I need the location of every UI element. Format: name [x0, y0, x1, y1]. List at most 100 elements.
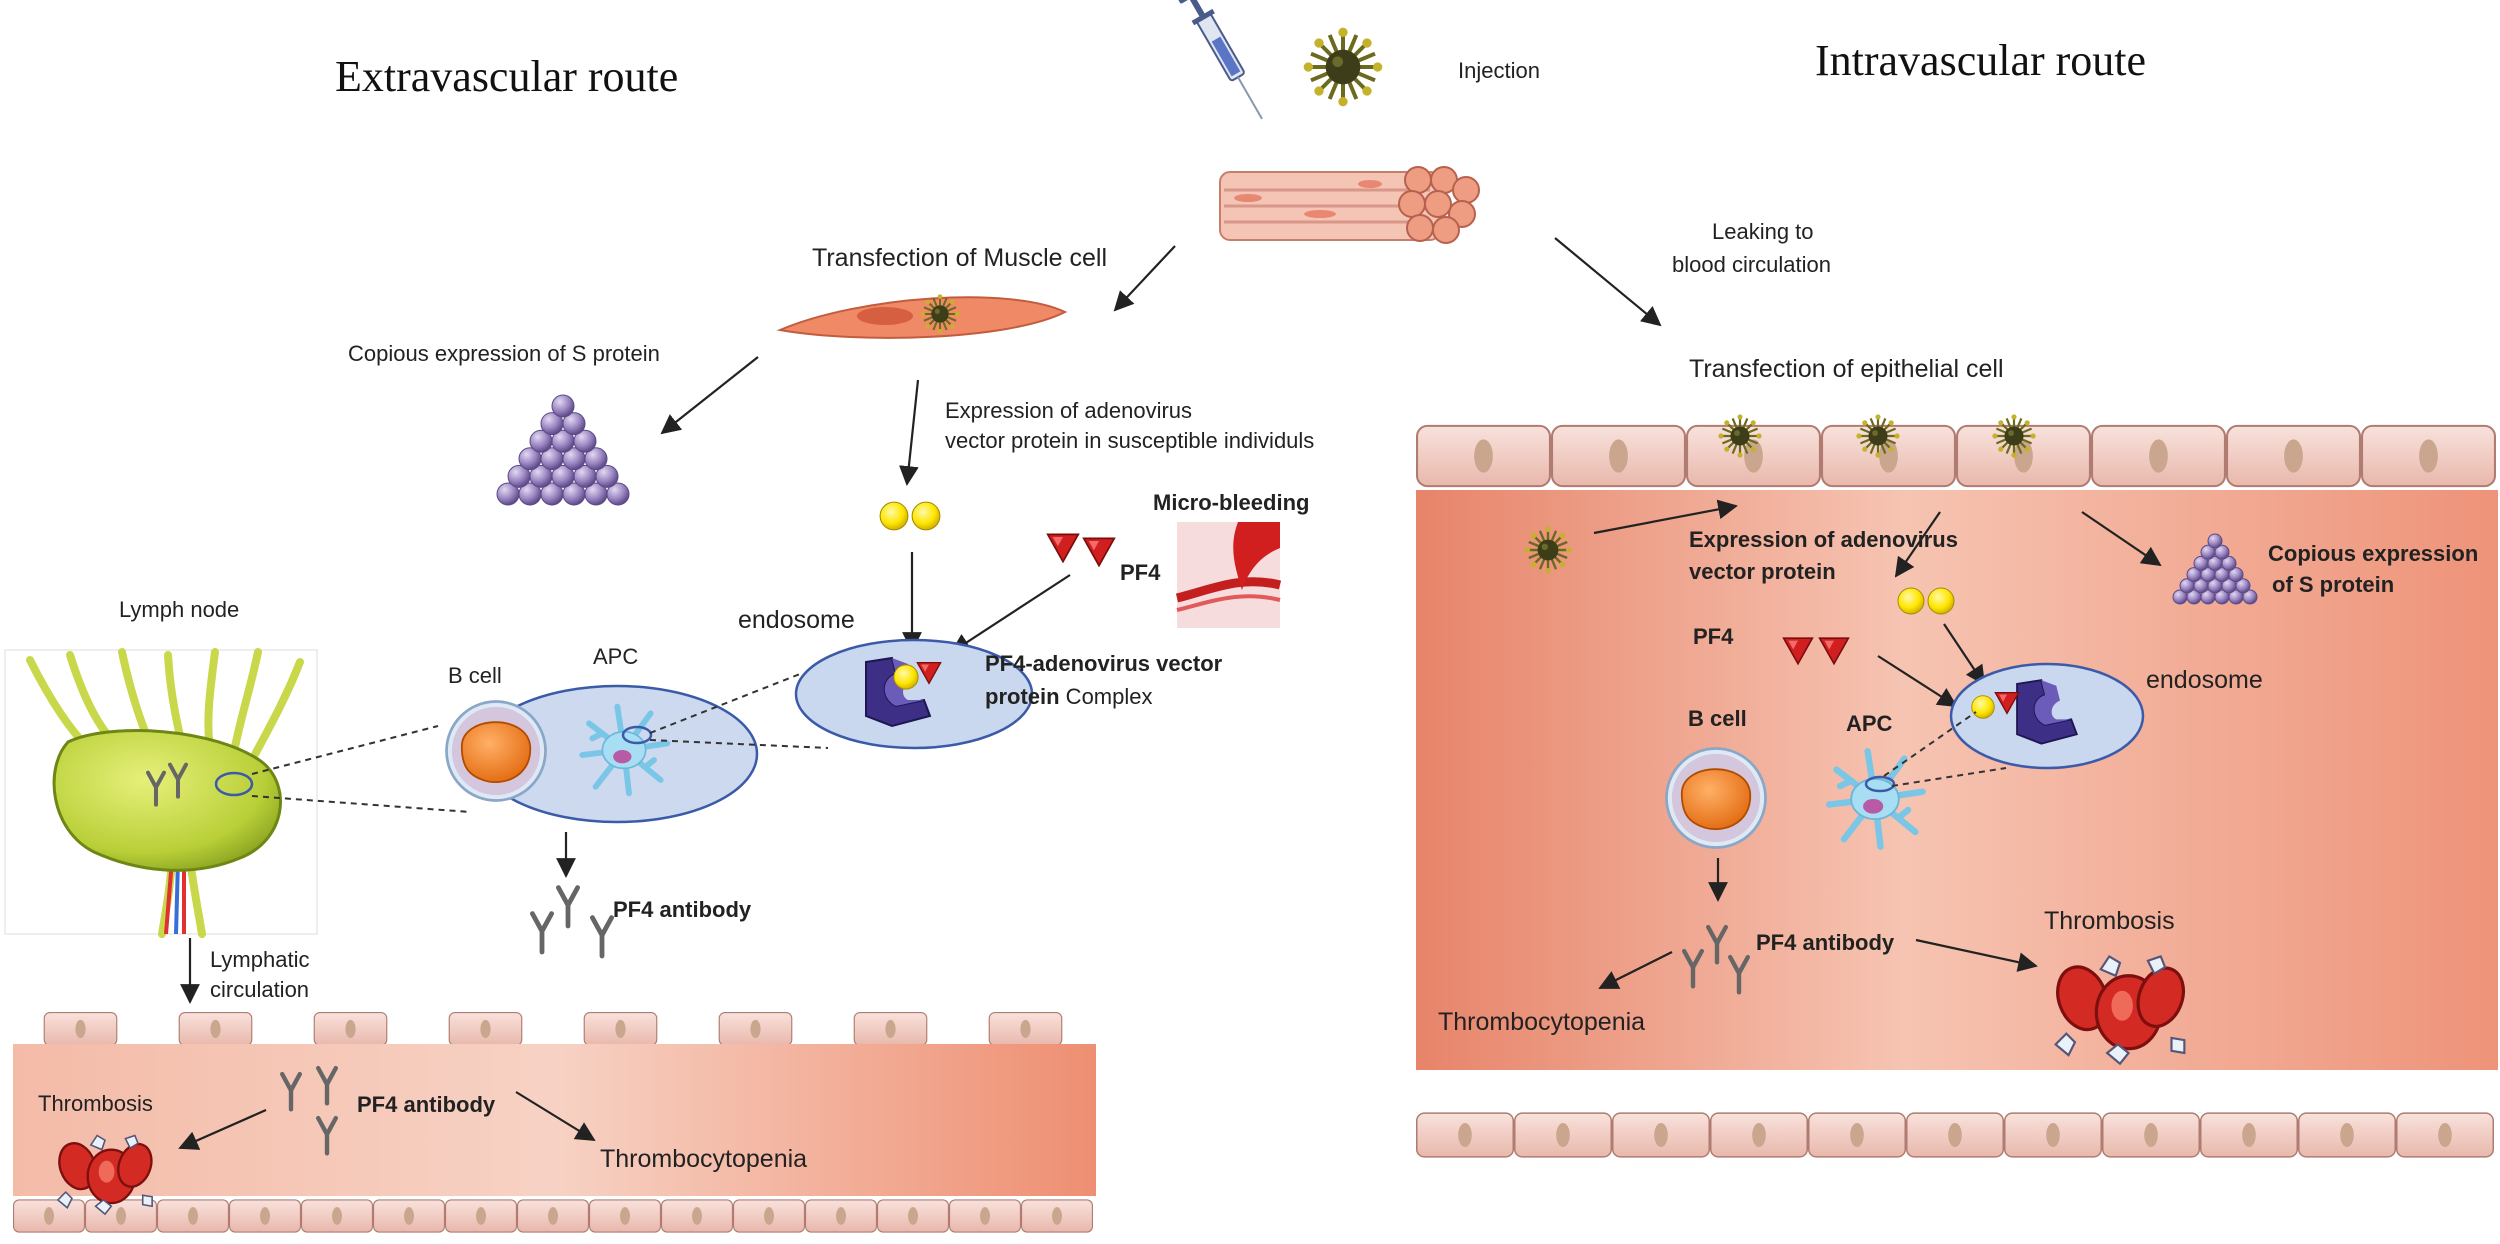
arrow-to-adeno-protein — [899, 379, 920, 486]
vessel-cell — [1710, 1111, 1808, 1159]
adeno-expression-right-line1: Expression of adenovirus — [1689, 527, 1958, 552]
epithelial-transfection-label: Transfection of epithelial cell — [1689, 355, 2004, 383]
vessel-cell — [2004, 1111, 2102, 1159]
vessel-cell — [2200, 1111, 2298, 1159]
leaking-label-line1: Leaking to — [1712, 219, 1814, 244]
epithelial-cell — [1416, 424, 1551, 488]
arrow-to-spheres-right — [1894, 511, 1941, 578]
epithelial-cell — [2361, 424, 2496, 488]
arrow-to-thrombocytopenia-right — [1598, 951, 1673, 989]
vessel-cell — [178, 1012, 253, 1046]
vessel-cell — [157, 1199, 229, 1233]
endosome-label: endosome — [738, 606, 855, 634]
complex-sphere-right-icon — [1971, 695, 1995, 719]
vessel-cell — [661, 1199, 733, 1233]
arrow-to-thrombosis-left — [178, 1108, 267, 1150]
zoom-line — [251, 795, 471, 813]
adeno-protein-sphere-right-icon — [1897, 587, 1925, 615]
copious-expression-right-line1: Copious expression — [2268, 541, 2478, 566]
lymph-node-icon — [4, 648, 318, 938]
vessel-cell — [1514, 1111, 1612, 1159]
adenovirus-icon — [1303, 27, 1383, 107]
vessel-cell — [949, 1199, 1021, 1233]
s-protein-ball — [2235, 578, 2251, 594]
pf4-antibody-icon — [558, 888, 577, 926]
vessel-cell — [805, 1199, 877, 1233]
blood-vessel-left — [13, 1012, 1096, 1233]
vessel-cell — [1808, 1111, 1906, 1159]
bcell-apc-zoom — [445, 684, 759, 824]
muscle-transfection-label: Transfection of Muscle cell — [812, 244, 1107, 272]
apc-marker-right — [1864, 775, 1896, 793]
zoom-line-right — [1891, 767, 2007, 787]
complex-label-line1: PF4-adenovirus vector — [985, 651, 1223, 676]
zoom-line-right — [1883, 711, 1977, 777]
vessel-cell — [988, 1012, 1063, 1046]
pf4-antibody-icon — [592, 918, 611, 956]
arrow-virus-to-expression — [1593, 499, 1738, 535]
adeno-expression-line2: vector protein in susceptible individuls — [945, 428, 1314, 453]
copious-expression-right-line2: of S protein — [2272, 572, 2394, 597]
micro-bleeding-label: Micro-bleeding — [1153, 490, 1309, 515]
arrow-to-s-protein — [660, 356, 759, 435]
vessel-cell — [877, 1199, 949, 1233]
adeno-expression-right-line2: vector protein — [1689, 559, 1836, 584]
vessel-cell — [13, 1199, 85, 1233]
s-protein-ball — [562, 412, 586, 436]
arrow-to-thrombosis-right — [1915, 938, 2038, 972]
syringe-icon — [1178, 0, 1263, 120]
adeno-expression-line1: Expression of adenovirus — [945, 398, 1192, 423]
pf4-label-right: PF4 — [1693, 624, 1734, 649]
vessel-cell — [733, 1199, 805, 1233]
b-cell-label-right: B cell — [1688, 706, 1747, 731]
vessel-cell — [229, 1199, 301, 1233]
s-protein-ball — [584, 447, 608, 471]
vessel-cell — [313, 1012, 388, 1046]
vessel-cell — [2102, 1111, 2200, 1159]
pf4-antibody-label-right: PF4 antibody — [1756, 930, 1895, 955]
lymph-node-label: Lymph node — [119, 597, 239, 622]
adeno-protein-sphere-icon — [911, 501, 941, 531]
endosome-left — [794, 638, 1034, 750]
vessel-cell — [1906, 1111, 2004, 1159]
injection-label: Injection — [1458, 58, 1540, 83]
thrombocytopenia-label-right: Thrombocytopenia — [1438, 1008, 1645, 1036]
apc-label-right: APC — [1846, 711, 1893, 736]
vessel-cell — [1021, 1199, 1093, 1233]
blood-vessel-right — [1416, 424, 2498, 1159]
s-protein-ball — [606, 482, 630, 506]
endosome-label-right: endosome — [2146, 666, 2263, 694]
arrow-pf4-to-endosome-right — [1877, 655, 1958, 708]
adeno-protein-sphere-right-icon — [1927, 587, 1955, 615]
s-protein-ball — [595, 464, 619, 488]
arrow-spheres-to-endosome-right — [1943, 623, 1986, 686]
endosome-right — [1949, 662, 2145, 770]
thrombocytopenia-label-left: Thrombocytopenia — [600, 1145, 807, 1173]
complex-sphere-icon — [893, 664, 919, 690]
s-protein-ball — [2221, 555, 2237, 571]
leaking-label-line2: blood circulation — [1672, 252, 1831, 277]
s-protein-ball — [2214, 544, 2230, 560]
s-protein-pyramid-icon — [496, 394, 630, 506]
arrow-to-thrombocytopenia-left — [515, 1091, 596, 1142]
vessel-cell — [373, 1199, 445, 1233]
s-protein-ball — [573, 429, 597, 453]
b-cell-right-icon — [1665, 747, 1767, 849]
vessel-cell — [2298, 1111, 2396, 1159]
lymphatic-label-line2: circulation — [210, 977, 309, 1002]
zoom-line — [649, 673, 801, 734]
arrow-pf4-to-endosome — [950, 574, 1071, 654]
complex-label-line2: protein Complex — [985, 684, 1152, 709]
b-cell-icon — [445, 700, 547, 802]
s-protein-ball — [551, 394, 575, 418]
muscle-bundle-icon — [1219, 166, 1480, 244]
pf4-triangle-icon — [1046, 533, 1080, 563]
vessel-cell — [43, 1012, 118, 1046]
vessel-cell — [1612, 1111, 1710, 1159]
adeno-protein-sphere-icon — [879, 501, 909, 531]
vessel-pf4-antibody-label: PF4 antibody — [357, 1092, 496, 1117]
vessel-cell — [445, 1199, 517, 1233]
arrow-to-s-protein-right — [2081, 511, 2162, 567]
pf4-antibody-label-left: PF4 antibody — [613, 897, 752, 922]
s-protein-ball — [2242, 589, 2258, 605]
